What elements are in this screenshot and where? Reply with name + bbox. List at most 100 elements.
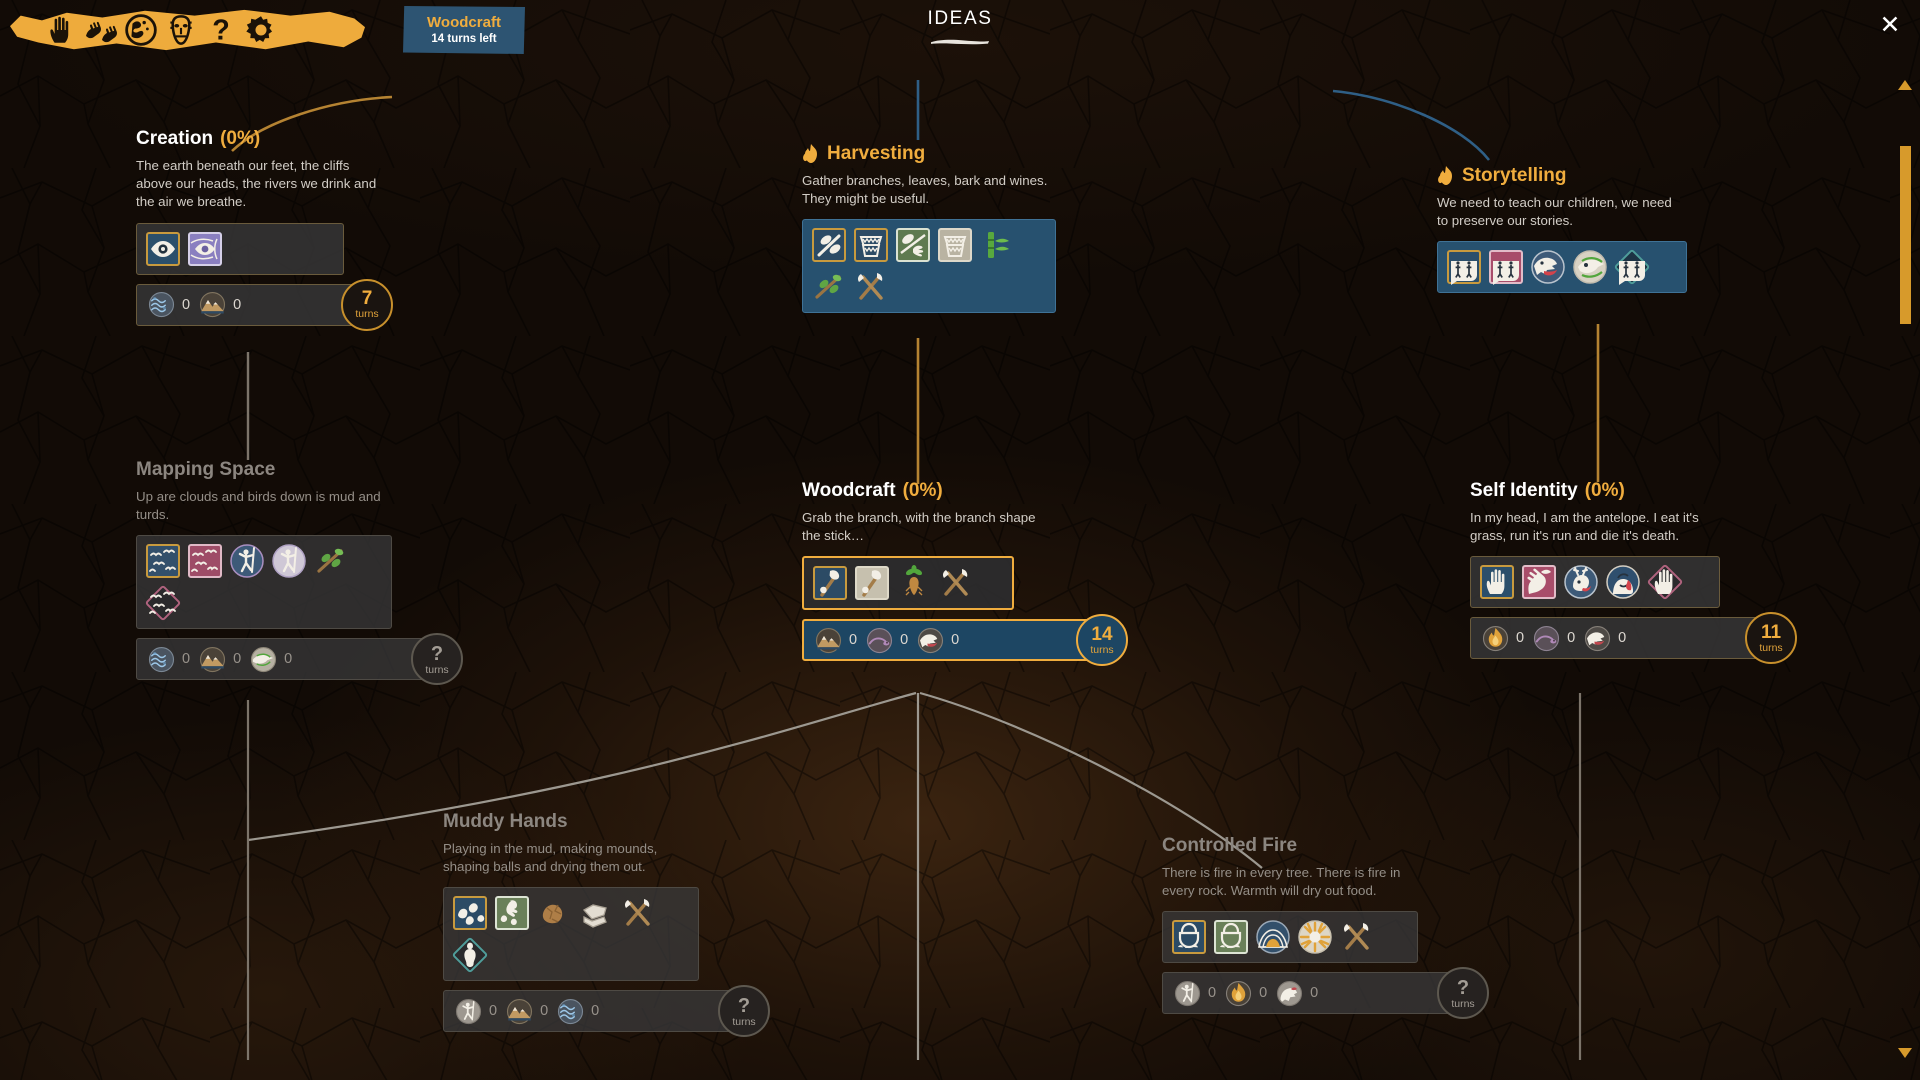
wolf-circle-icon[interactable] <box>1530 249 1566 285</box>
top-bar: ? Woodcraft 14 turns left IDEAS ✕ <box>0 0 1920 72</box>
face-circle-icon[interactable] <box>1605 564 1641 600</box>
gear-icon[interactable] <box>244 13 278 47</box>
flame-icon <box>1482 625 1509 652</box>
leaf-hand-green-icon[interactable] <box>895 227 931 263</box>
clay-blue-icon[interactable] <box>452 895 488 931</box>
snake-icon <box>866 627 893 654</box>
hammer-stone-light-icon[interactable] <box>854 565 890 601</box>
idea-node-storytelling[interactable]: Storytelling We need to teach our childre… <box>1437 165 1687 294</box>
resource-cost: 0 <box>199 291 241 318</box>
stone-block-icon[interactable] <box>578 895 614 931</box>
scroll-down-arrow[interactable] <box>1898 1048 1912 1058</box>
leaf-blade-icon[interactable] <box>811 227 847 263</box>
resource-cost: 0 <box>557 998 599 1025</box>
question-icon[interactable]: ? <box>204 13 238 47</box>
active-research-badge[interactable]: Woodcraft 14 turns left <box>403 6 525 54</box>
hammer-stone-blue-icon[interactable] <box>812 565 848 601</box>
node-title-text: Harvesting <box>827 143 926 164</box>
node-description: Up are clouds and birds down is mud and … <box>136 489 381 523</box>
birds-diamond-icon[interactable] <box>145 585 181 621</box>
cauldron-blue-icon[interactable] <box>1171 919 1207 955</box>
eye-blue-icon[interactable] <box>145 231 181 267</box>
walker-icon <box>455 998 482 1025</box>
close-icon[interactable]: ✕ <box>1879 10 1901 39</box>
hand-blue-icon[interactable] <box>1479 564 1515 600</box>
branch-leaves-icon[interactable] <box>313 543 349 579</box>
node-description: In my head, I am the antelope. I eat it'… <box>1470 510 1699 544</box>
turns-label: turns <box>355 308 379 321</box>
axe-crossed-icon[interactable] <box>1339 919 1375 955</box>
resource-amount: 0 <box>233 651 242 668</box>
root-vegetable-icon[interactable] <box>896 565 932 601</box>
resource-amount: 0 <box>1208 985 1217 1002</box>
flame-icon <box>1225 980 1252 1007</box>
node-progress-percent: (0%) <box>220 128 261 149</box>
wolf-icon <box>1584 625 1611 652</box>
hand-bird-pink-icon[interactable] <box>1521 564 1557 600</box>
birds-blue-icon[interactable] <box>145 543 181 579</box>
turns-count: 7 <box>361 288 373 310</box>
hands-tools-icon[interactable] <box>84 13 118 47</box>
svg-text:?: ? <box>212 15 230 47</box>
pot-light-icon[interactable] <box>937 227 973 263</box>
cauldron-green-icon[interactable] <box>1213 919 1249 955</box>
axe-crossed-icon[interactable] <box>938 565 974 601</box>
sunburst-icon[interactable] <box>1297 919 1333 955</box>
resource-amount: 0 <box>591 1003 600 1020</box>
clay-hand-green-icon[interactable] <box>494 895 530 931</box>
branch-leaves-icon[interactable] <box>811 269 847 305</box>
globe-icon[interactable] <box>124 13 158 47</box>
flame-icon <box>802 144 820 164</box>
resource-cost: 0 <box>506 998 548 1025</box>
resource-amount: 0 <box>1516 630 1525 647</box>
story-pink-icon[interactable] <box>1488 249 1524 286</box>
figurine-diamond-icon[interactable] <box>452 937 488 973</box>
hand-icon[interactable] <box>44 13 78 47</box>
node-description: There is fire in every tree. There is fi… <box>1162 865 1401 899</box>
resource-cost: 0 <box>148 291 190 318</box>
idea-node-woodcraft[interactable]: Woodcraft(0%)Grab the branch, with the b… <box>802 480 1128 667</box>
story-diamond-icon[interactable] <box>1614 249 1650 286</box>
turns-badge: ?turns <box>1437 967 1489 1020</box>
eye-purple-icon[interactable] <box>187 231 223 267</box>
scroll-up-arrow[interactable] <box>1898 80 1912 90</box>
bird-green-icon[interactable] <box>1572 249 1608 285</box>
resource-cost: 0 <box>1225 980 1267 1007</box>
idea-node-creation[interactable]: Creation(0%)The earth beneath our feet, … <box>136 128 393 331</box>
turns-label: turns <box>732 1015 756 1028</box>
story-blue-icon[interactable] <box>1446 249 1482 286</box>
node-description: We need to teach our children, we need t… <box>1437 195 1672 229</box>
turns-badge: ?turns <box>411 633 463 686</box>
node-title: Harvesting <box>802 143 1056 165</box>
birds-pink-icon[interactable] <box>187 543 223 579</box>
mountain-icon <box>199 646 226 673</box>
resource-cost-bar: 0 0 0?turns <box>443 985 770 1038</box>
deer-circle-icon[interactable] <box>1563 564 1599 600</box>
hand-diamond-icon[interactable] <box>1647 564 1683 600</box>
axe-crossed-icon[interactable] <box>620 895 656 931</box>
node-title: Self Identity(0%) <box>1470 480 1776 502</box>
node-progress-percent: (0%) <box>902 480 943 501</box>
idea-node-self-identity[interactable]: Self Identity(0%) In my head, I am the an… <box>1470 480 1797 665</box>
walker-light-icon[interactable] <box>271 543 307 579</box>
pot-dark-icon[interactable] <box>853 227 889 263</box>
resource-amount: 0 <box>540 1003 549 1020</box>
bamboo-icon[interactable] <box>979 227 1015 263</box>
scrollbar-thumb[interactable] <box>1900 146 1911 324</box>
axe-crossed-icon[interactable] <box>853 269 889 305</box>
clay-lump-icon[interactable] <box>536 895 572 931</box>
walker-circle-icon[interactable] <box>229 543 265 579</box>
mountain-icon <box>506 998 533 1025</box>
mask-icon[interactable] <box>164 13 198 47</box>
vertical-scrollbar[interactable] <box>1896 80 1914 1058</box>
node-title: Storytelling <box>1437 165 1687 187</box>
resource-cost: 0 <box>1482 625 1524 652</box>
resource-cost: 0 <box>866 627 908 654</box>
resource-cost: 0 <box>815 627 857 654</box>
cave-fire-icon[interactable] <box>1255 919 1291 955</box>
